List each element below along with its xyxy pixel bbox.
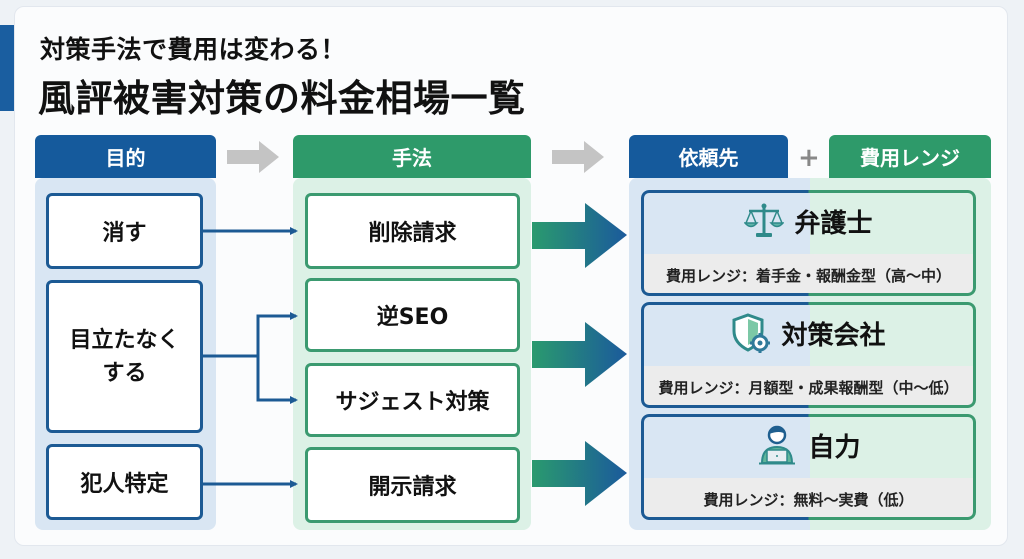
provider-company: 対策会社 費用レンジ：月額型・成果報酬型（中〜低） [641, 302, 976, 408]
method-reverse-seo: 逆SEO [305, 278, 520, 352]
plus-sign: + [798, 143, 820, 173]
purpose-label-line2: する [102, 360, 147, 386]
scales-icon [744, 203, 785, 237]
flow-line-hide-2 [256, 356, 298, 404]
big-arrow-icon [532, 322, 627, 387]
method-header: 手法 [293, 135, 531, 178]
method-label: サジェスト対策 [335, 390, 490, 415]
method-label: 開示請求 [368, 475, 457, 500]
purpose-label: 犯人特定 [80, 472, 169, 497]
provider-lawyer: 弁護士 費用レンジ：着手金・報酬金型（高〜中） [641, 190, 976, 296]
method-disclosure-request: 開示請求 [305, 447, 520, 523]
subtitle: 対策手法で費用は変わる！ [40, 35, 347, 64]
provider-name: 対策会社 [781, 320, 886, 351]
header-arrow-icon [552, 141, 604, 173]
purpose-label-line1: 目立たなく [69, 327, 180, 353]
shield-gear-icon [732, 313, 771, 353]
cost-range: 費用レンジ：着手金・報酬金型（高〜中） [641, 254, 976, 296]
provider-header: 依頼先 [629, 135, 788, 178]
provider-title-row: 自力 [641, 414, 976, 476]
provider-name: 弁護士 [794, 208, 873, 239]
big-arrow-icon [532, 441, 627, 506]
provider-title-row: 弁護士 [641, 190, 976, 252]
cost-range: 費用レンジ：月額型・成果報酬型（中〜低） [641, 366, 976, 408]
provider-column-bg [629, 178, 991, 530]
cost-range: 費用レンジ：無料〜実費（低） [641, 478, 976, 520]
provider-self: 自力 費用レンジ：無料〜実費（低） [641, 414, 976, 520]
method-label: 逆SEO [376, 305, 449, 330]
purpose-identify: 犯人特定 [46, 444, 203, 520]
purpose-erase: 消す [46, 193, 203, 269]
page-title: 風評被害対策の料金相場一覧 [38, 77, 526, 120]
provider-title-row: 対策会社 [641, 302, 976, 364]
flow-line-hide [203, 312, 298, 358]
method-deletion-request: 削除請求 [305, 193, 520, 269]
title-accent-bar [0, 25, 14, 111]
purpose-hide: 目立たなく する [46, 280, 203, 433]
person-laptop-icon [759, 425, 796, 465]
purpose-label: 消す [102, 221, 147, 246]
big-arrow-icon [532, 203, 627, 268]
provider-name: 自力 [808, 432, 861, 463]
header-arrow-icon [227, 141, 279, 173]
cost-range-header: 費用レンジ [829, 135, 991, 178]
method-suggest: サジェスト対策 [305, 363, 520, 437]
purpose-header: 目的 [35, 135, 216, 178]
method-label: 削除請求 [368, 221, 457, 246]
